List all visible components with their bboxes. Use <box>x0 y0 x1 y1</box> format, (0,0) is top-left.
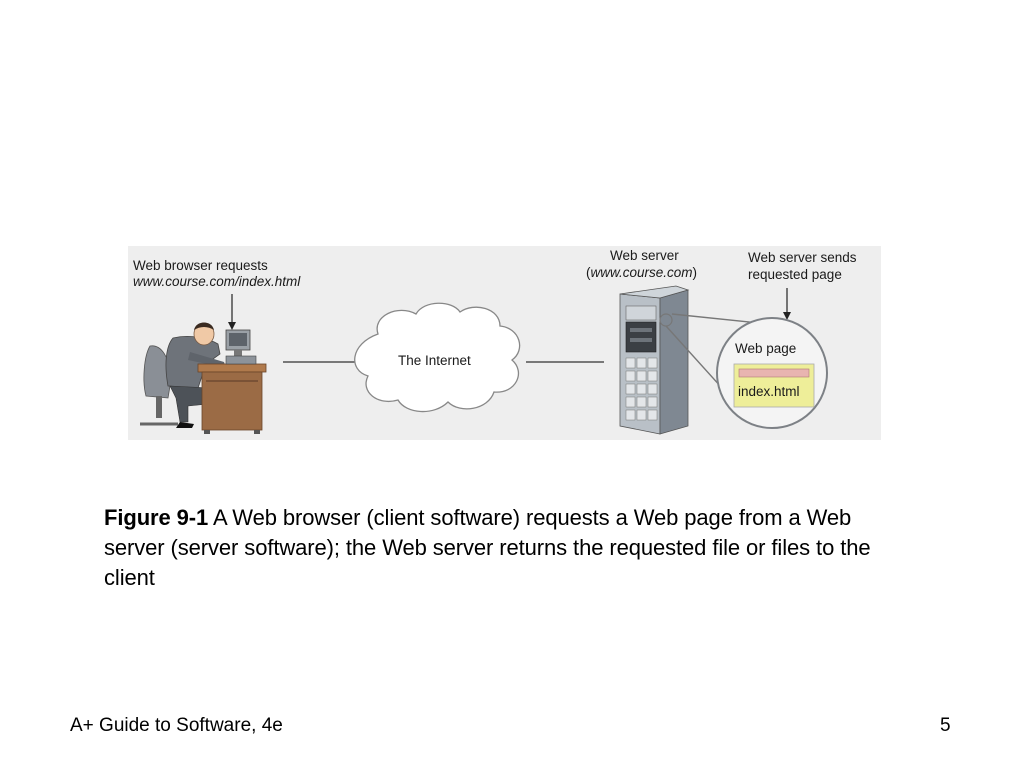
client-arrow <box>228 294 236 330</box>
figure-number: Figure 9-1 <box>104 505 209 530</box>
caption-text: A Web browser (client software) requests… <box>104 505 871 590</box>
client-label-line2: www.course.com/index.html <box>133 274 301 289</box>
sends-label-line1: Web server sends <box>748 250 857 265</box>
webpage-label: Web page <box>735 341 796 356</box>
footer-book-title: A+ Guide to Software, 4e <box>70 715 283 736</box>
computer-icon <box>225 329 257 365</box>
web-server-icon <box>619 285 690 435</box>
figure-caption: Figure 9-1 A Web browser (client softwar… <box>104 503 910 593</box>
desk-icon <box>197 363 267 434</box>
file-label: index.html <box>738 384 800 399</box>
server-label-line2: (www.course.com) <box>586 265 697 280</box>
web-page-header-bar <box>738 368 810 378</box>
figure-diagram: Web browser requests www.course.com/inde… <box>128 246 881 440</box>
client-label-line1: Web browser requests <box>133 258 268 273</box>
internet-label: The Internet <box>398 353 471 368</box>
sends-label-line2: requested page <box>748 267 842 282</box>
web-request-diagram: Web browser requests www.course.com/inde… <box>133 248 857 435</box>
footer-page-number: 5 <box>940 715 951 736</box>
internet-cloud-icon <box>354 302 521 413</box>
server-label-line1: Web server <box>610 248 679 263</box>
sends-arrow <box>783 288 791 320</box>
person-at-computer-icon <box>140 322 226 428</box>
